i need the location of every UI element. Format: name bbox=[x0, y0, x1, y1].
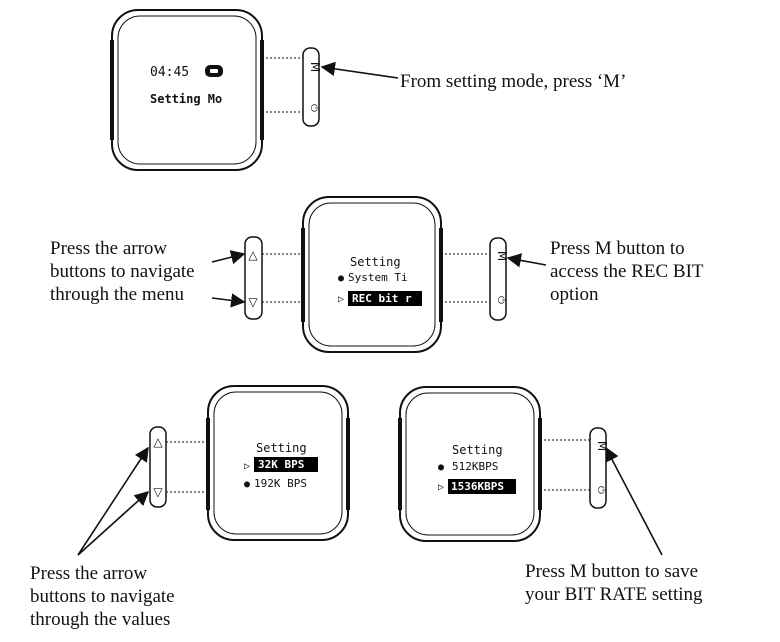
down-arrow-button[interactable]: ▽ bbox=[248, 295, 258, 309]
m-button[interactable]: M bbox=[595, 441, 609, 451]
power-icon[interactable]: ⏻ bbox=[308, 104, 319, 112]
rates-a-title: Setting bbox=[256, 441, 307, 455]
menu-title: Setting bbox=[350, 255, 401, 269]
up-arrow-button[interactable]: △ bbox=[153, 435, 163, 449]
arrow-2c bbox=[506, 253, 547, 268]
arrow-2b bbox=[211, 293, 246, 308]
rates-b-title: Setting bbox=[452, 443, 503, 457]
device-home: 04:45 Setting Mo bbox=[110, 9, 264, 171]
side-buttons-2-left: △ ▽ bbox=[244, 236, 303, 320]
side-buttons-4: M ⏻ bbox=[540, 427, 609, 509]
caption-m-access: Press M button to access the REC BIT opt… bbox=[550, 238, 704, 305]
bullet-icon: ● bbox=[244, 479, 250, 490]
arrow-1 bbox=[320, 61, 399, 79]
menu-item-rec-bit[interactable]: REC bit r bbox=[352, 292, 412, 305]
caption-arrows-menu: Press the arrow buttons to navigate thro… bbox=[50, 238, 195, 305]
pointer-icon: ▷ bbox=[438, 482, 444, 493]
caption-m-save: Press M button to save your BIT RATE set… bbox=[525, 561, 703, 605]
arrow-3a bbox=[77, 446, 149, 556]
caption-arrows-values: Press the arrow buttons to navigate thro… bbox=[30, 563, 175, 630]
arrow-3b bbox=[77, 491, 150, 556]
bullet-icon: ● bbox=[438, 462, 444, 473]
rate-option-512k[interactable]: 512KBPS bbox=[452, 460, 498, 473]
side-buttons-3: △ ▽ bbox=[149, 426, 208, 508]
clock-time: 04:45 bbox=[150, 65, 189, 80]
menu-item-system-time[interactable]: System Ti bbox=[348, 271, 408, 284]
mode-label: Setting Mo bbox=[150, 92, 222, 106]
power-icon[interactable]: ⏻ bbox=[595, 486, 606, 494]
power-icon[interactable]: ⏻ bbox=[495, 296, 506, 304]
arrow-4 bbox=[605, 446, 663, 556]
rate-option-192k[interactable]: 192K BPS bbox=[254, 477, 307, 490]
rate-option-32k[interactable]: 32K BPS bbox=[258, 458, 304, 471]
device-rates-b: Setting ● 512KBPS ▷ 1536KBPS bbox=[398, 386, 542, 542]
side-buttons-2-right: M ⏻ bbox=[441, 237, 509, 321]
up-arrow-button[interactable]: △ bbox=[248, 248, 258, 262]
m-button[interactable]: M bbox=[308, 62, 322, 72]
pointer-icon: ▷ bbox=[244, 461, 250, 472]
side-buttons-1: M ⏻ bbox=[262, 47, 322, 127]
down-arrow-button[interactable]: ▽ bbox=[153, 485, 163, 499]
caption-press-m: From setting mode, press ‘M’ bbox=[400, 71, 627, 92]
arrow-2a bbox=[211, 250, 246, 265]
bullet-icon: ● bbox=[338, 273, 344, 284]
rate-option-1536k[interactable]: 1536KBPS bbox=[451, 480, 504, 493]
pointer-icon: ▷ bbox=[338, 294, 344, 305]
device-menu: Setting ● System Ti ▷ REC bit r bbox=[301, 196, 443, 353]
device-rates-a: Setting ▷ 32K BPS ● 192K BPS bbox=[206, 385, 350, 541]
m-button[interactable]: M bbox=[495, 251, 509, 261]
